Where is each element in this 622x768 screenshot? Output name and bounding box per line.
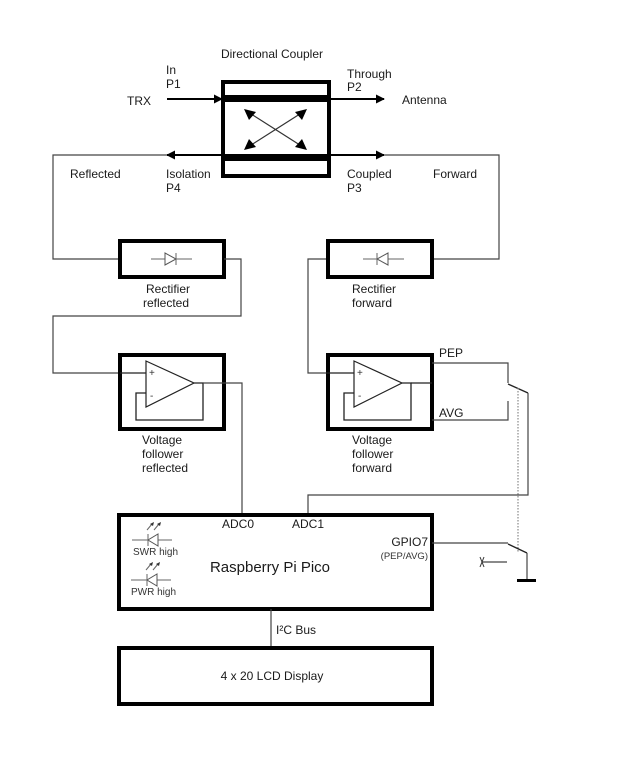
rectifier-forward-label-2: forward bbox=[352, 296, 392, 310]
adc0-wire bbox=[203, 382, 243, 514]
ground-icon bbox=[517, 579, 536, 582]
diode-icon bbox=[151, 252, 192, 266]
voltage-follower-reflected-block: + - Voltage follower reflected bbox=[118, 353, 226, 475]
opamp-plus-label: + bbox=[357, 368, 363, 379]
coupling-cross-arrows-icon bbox=[244, 109, 307, 150]
pep-label: PEP bbox=[439, 346, 463, 360]
rectified-reflected-wire bbox=[52, 258, 242, 374]
port-p4-label: P4 bbox=[166, 181, 181, 195]
coupler-title: Directional Coupler bbox=[221, 47, 323, 61]
follower-forward-label-1: Voltage bbox=[352, 433, 392, 447]
follower-reflected-label-1: Voltage bbox=[142, 433, 182, 447]
led-swr-high-icon bbox=[132, 522, 172, 547]
diode-icon bbox=[363, 252, 404, 266]
voltage-follower-forward-block: + - Voltage follower forward bbox=[326, 353, 434, 475]
avg-label: AVG bbox=[439, 406, 463, 420]
opamp-minus-label: - bbox=[358, 391, 361, 402]
follower-reflected-label-3: reflected bbox=[142, 461, 188, 475]
opamp-icon: + - bbox=[326, 360, 432, 421]
rectified-forward-wire bbox=[307, 258, 326, 374]
pep-avg-switch: PEP AVG bbox=[307, 346, 529, 552]
led-pwr-high-label: PWR high bbox=[131, 587, 176, 598]
port-coupled-label: Coupled bbox=[347, 167, 392, 181]
adc1-label: ADC1 bbox=[292, 517, 324, 531]
coupler-coupled-line bbox=[223, 154, 329, 161]
reflected-label: Reflected bbox=[70, 167, 121, 181]
reflected-wire bbox=[52, 154, 167, 260]
opamp-icon: + - bbox=[120, 360, 204, 421]
follower-forward-label-3: forward bbox=[352, 461, 392, 475]
gpio7-relay-circuit bbox=[432, 542, 536, 582]
port-through-label: Through bbox=[347, 67, 392, 81]
rectifier-forward-block: Rectifier forward bbox=[326, 239, 434, 310]
directional-coupler: Directional Coupler bbox=[221, 47, 331, 178]
coupler-main-line bbox=[223, 95, 329, 102]
no-connection-icon bbox=[479, 556, 485, 568]
rectifier-reflected-block: Rectifier reflected bbox=[118, 239, 226, 310]
lcd-title: 4 x 20 LCD Display bbox=[221, 669, 324, 683]
follower-forward-label-2: follower bbox=[352, 447, 393, 461]
lcd-display-block: 4 x 20 LCD Display bbox=[117, 646, 434, 706]
pep-wire bbox=[432, 362, 509, 383]
led-swr-high-label: SWR high bbox=[133, 547, 178, 558]
avg-wire bbox=[432, 401, 509, 421]
rectifier-reflected-label-2: reflected bbox=[143, 296, 189, 310]
antenna-label: Antenna bbox=[402, 93, 447, 107]
pico-title: Raspberry Pi Pico bbox=[210, 559, 330, 576]
rectifier-forward-label-1: Rectifier bbox=[352, 282, 396, 296]
adc0-label: ADC0 bbox=[222, 517, 254, 531]
forward-wire bbox=[384, 154, 500, 260]
relay-switch-contact bbox=[507, 543, 528, 554]
gpio7-sublabel: (PEP/AVG) bbox=[381, 551, 428, 562]
rectifier-reflected-label-1: Rectifier bbox=[146, 282, 190, 296]
follower-reflected-label-2: follower bbox=[142, 447, 183, 461]
raspberry-pi-pico-block: ADC0 ADC1 Raspberry Pi Pico GPIO7 (PEP/A… bbox=[117, 513, 434, 611]
port-isolation-label: Isolation bbox=[166, 167, 211, 181]
led-pwr-high-icon bbox=[131, 562, 171, 587]
trx-label: TRX bbox=[127, 94, 151, 108]
gpio7-label: GPIO7 bbox=[391, 535, 428, 549]
port-p1-label: P1 bbox=[166, 77, 181, 91]
port-p3-label: P3 bbox=[347, 181, 362, 195]
adc1-wire bbox=[307, 393, 529, 514]
i2c-bus-label: I²C Bus bbox=[276, 623, 316, 637]
port-p2-label: P2 bbox=[347, 80, 362, 94]
port-in-label: In bbox=[166, 63, 176, 77]
forward-label: Forward bbox=[433, 167, 477, 181]
opamp-minus-label: - bbox=[150, 391, 153, 402]
opamp-plus-label: + bbox=[149, 368, 155, 379]
